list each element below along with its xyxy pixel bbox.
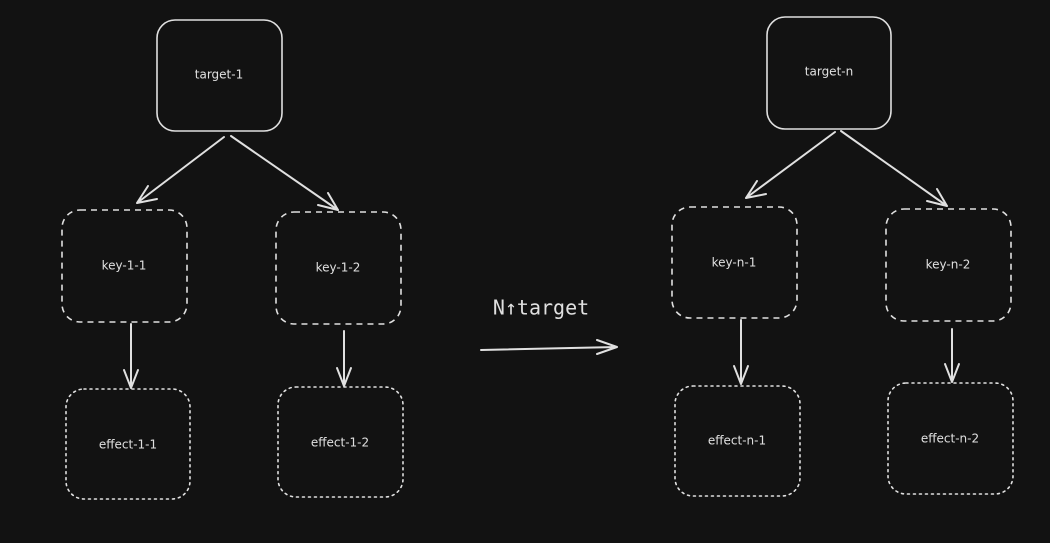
arrow-key-1-1-to-effect-1-1 — [123, 323, 139, 389]
arrow-key-n-1-to-effect-n-1 — [733, 319, 749, 385]
node-effect-1-1[interactable]: effect-1-1 — [65, 388, 191, 500]
node-effect-1-2[interactable]: effect-1-2 — [277, 386, 404, 498]
node-label: key-1-1 — [102, 259, 147, 273]
transition-arrow — [480, 339, 618, 355]
node-label: key-1-2 — [316, 261, 361, 275]
arrow-target-n-to-key-n-1 — [745, 131, 836, 199]
node-key-1-1[interactable]: key-1-1 — [61, 209, 188, 323]
node-label: target-n — [805, 65, 853, 79]
node-key-n-2[interactable]: key-n-2 — [885, 208, 1012, 322]
node-target-1[interactable]: target-1 — [156, 19, 283, 132]
node-label: effect-1-2 — [311, 436, 369, 450]
node-key-n-1[interactable]: key-n-1 — [671, 206, 798, 319]
node-label: effect-1-1 — [99, 438, 157, 452]
node-effect-n-1[interactable]: effect-n-1 — [674, 385, 801, 497]
transition-label: N↑target — [493, 296, 589, 320]
node-label: effect-n-2 — [921, 432, 979, 446]
node-effect-n-2[interactable]: effect-n-2 — [887, 382, 1014, 495]
node-key-1-2[interactable]: key-1-2 — [275, 211, 402, 325]
arrow-target-1-to-key-1-2 — [230, 135, 339, 211]
arrow-key-1-2-to-effect-1-2 — [336, 330, 352, 387]
node-label: target-1 — [195, 68, 243, 82]
arrow-key-n-2-to-effect-n-2 — [944, 328, 960, 383]
node-target-n[interactable]: target-n — [766, 16, 892, 130]
arrow-target-n-to-key-n-2 — [840, 130, 948, 207]
arrow-target-1-to-key-1-1 — [136, 136, 225, 204]
node-label: key-n-1 — [712, 256, 757, 270]
node-label: key-n-2 — [926, 258, 971, 272]
node-label: effect-n-1 — [708, 434, 766, 448]
